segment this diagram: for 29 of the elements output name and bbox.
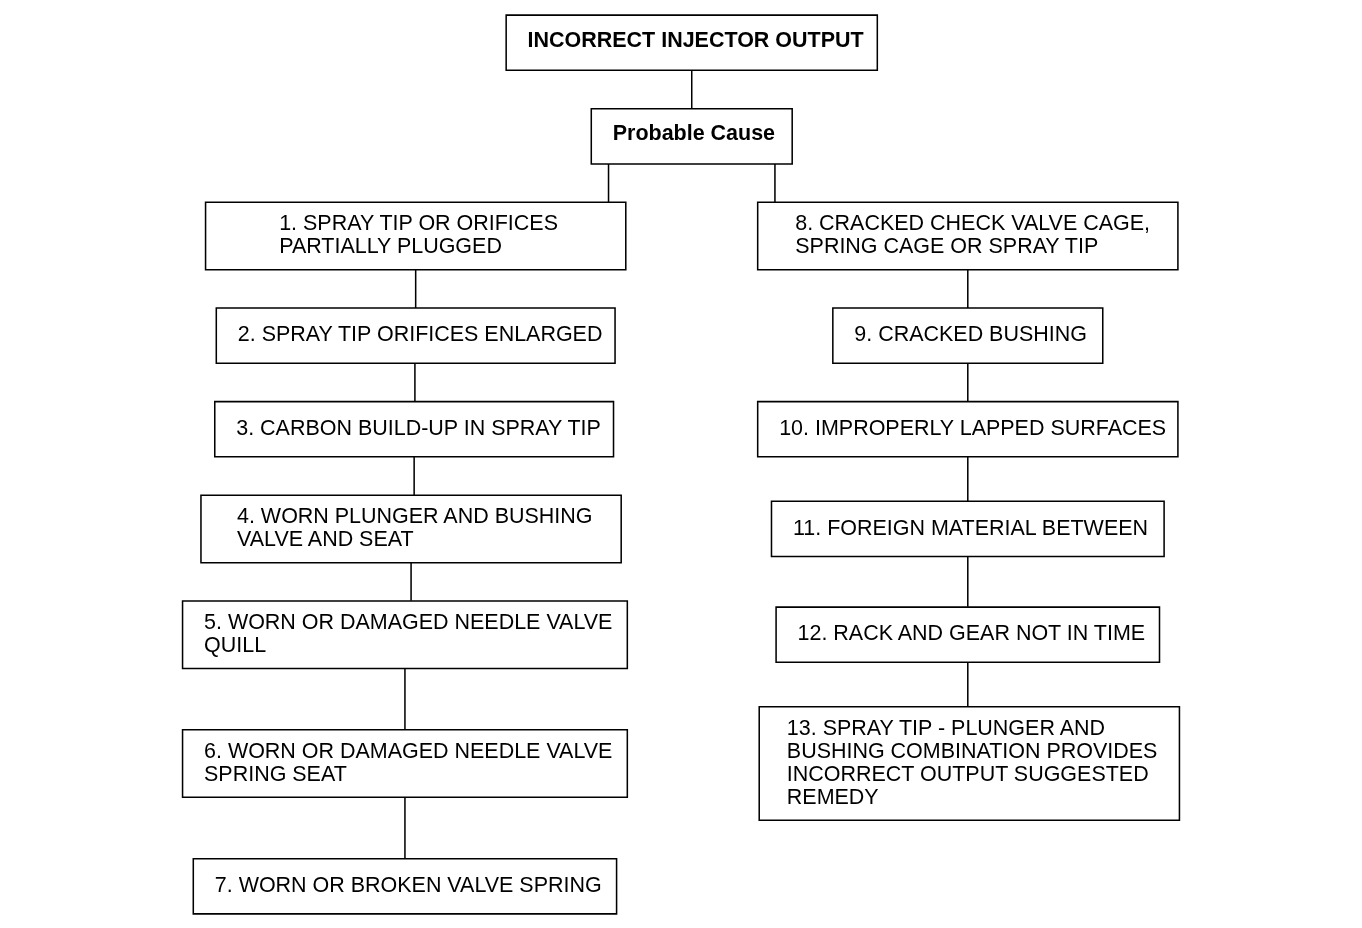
connector — [410, 561, 412, 601]
node-box: INCORRECT INJECTOR OUTPUT — [505, 13, 879, 71]
connector — [967, 268, 969, 309]
connector — [967, 661, 969, 707]
node-box: 12. RACK AND GEAR NOT IN TIME — [775, 605, 1161, 663]
connector — [404, 796, 406, 859]
node-box: 11. FOREIGN MATERIAL BETWEEN — [770, 500, 1165, 557]
connector — [967, 555, 969, 607]
connector — [774, 162, 776, 203]
node-box: 4. WORN PLUNGER AND BUSHING VALVE AND SEAT — [200, 493, 622, 563]
connector — [414, 362, 416, 402]
connector — [607, 162, 610, 203]
connector — [690, 69, 693, 109]
node-box: 3. CARBON BUILD-UP IN SPRAY TIP — [214, 400, 615, 458]
node-box: 9. CRACKED BUSHING — [832, 306, 1104, 364]
connector — [414, 268, 417, 309]
connector — [967, 455, 969, 502]
node-box: 7. WORN OR BROKEN VALVE SPRING — [192, 857, 618, 915]
node-box: 13. SPRAY TIP - PLUNGER AND BUSHING COMBINATION PROVIDES INCORRECT OUTPUT SUGGESTED REMEDY — [758, 705, 1181, 821]
node-box: 8. CRACKED CHECK VALVE CAGE, SPRING CAGE OR SPRAY TIP — [756, 200, 1179, 270]
connector — [404, 667, 406, 730]
node-box: 2. SPRAY TIP ORIFICES ENLARGED — [215, 306, 616, 364]
node-box: 5. WORN OR DAMAGED NEEDLE VALVE QUILL — [181, 599, 629, 669]
node-box: 1. SPRAY TIP OR ORIFICES PARTIALLY PLUGGED — [204, 200, 627, 270]
node-box: 10. IMPROPERLY LAPPED SURFACES — [756, 400, 1179, 458]
connector — [967, 362, 969, 402]
node-box: Probable Cause — [590, 107, 793, 165]
connector — [413, 455, 415, 496]
node-box: 6. WORN OR DAMAGED NEEDLE VALVE SPRING SEAT — [181, 728, 629, 798]
